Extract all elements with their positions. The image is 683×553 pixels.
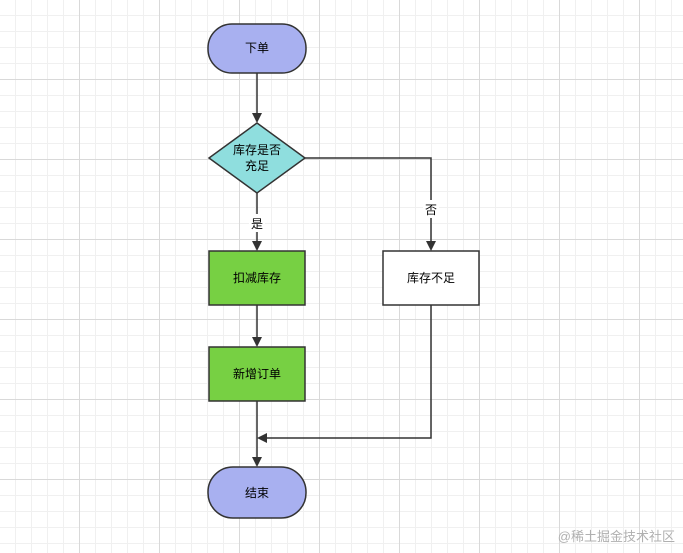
yes-edge-label: 是 (251, 217, 263, 231)
edge-out-of-stock-to-end (257, 305, 432, 443)
deduct-inventory-label: 扣减库存 (233, 270, 281, 285)
end-node[interactable]: 结束 (207, 466, 307, 519)
decision-node-label-line2: 充足 (245, 158, 269, 173)
out-of-stock-shape (382, 250, 480, 306)
out-of-stock-label: 库存不足 (407, 270, 455, 285)
no-edge-label: 否 (425, 203, 437, 217)
new-order-shape (208, 346, 306, 402)
decision-node-shape (207, 122, 307, 194)
decision-node-label-line1: 库存是否 (233, 142, 281, 157)
deduct-inventory-shape (208, 250, 306, 306)
deduct-inventory-node[interactable]: 扣减库存 (208, 250, 306, 306)
out-of-stock-node[interactable]: 库存不足 (382, 250, 480, 306)
end-node-label: 结束 (245, 486, 269, 500)
edge-decision-no (305, 157, 436, 251)
start-node-label: 下单 (245, 41, 269, 55)
new-order-node[interactable]: 新增订单 (208, 346, 306, 402)
new-order-label: 新增订单 (233, 366, 281, 381)
start-node-shape (207, 23, 307, 74)
watermark: @稀土掘金技术社区 (557, 529, 675, 544)
decision-node[interactable]: 库存是否 充足 (207, 122, 307, 194)
end-node-shape (207, 466, 307, 519)
edges (252, 73, 436, 467)
yes-label-bg (249, 214, 265, 232)
no-label-bg (423, 200, 439, 218)
start-node[interactable]: 下单 (207, 23, 307, 74)
